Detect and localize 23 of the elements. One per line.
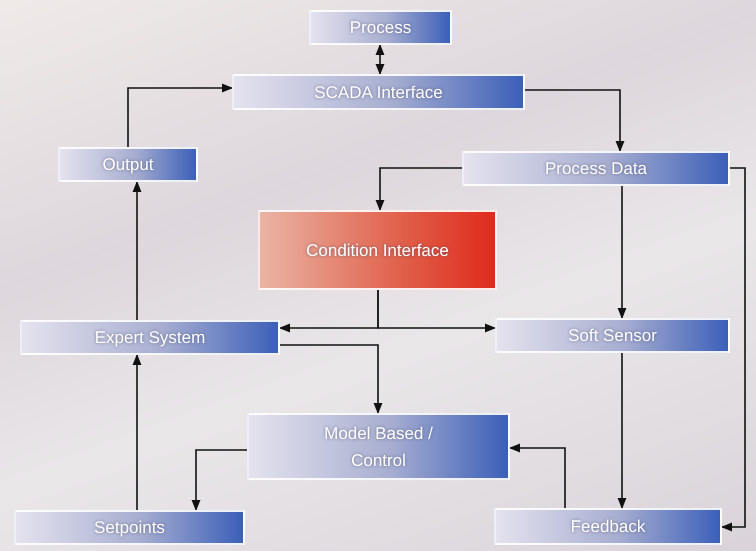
arrow bbox=[376, 44, 384, 76]
arrow bbox=[377, 290, 496, 332]
process-box: Soft Sensor bbox=[495, 318, 730, 353]
process-box: Process Data bbox=[462, 151, 730, 186]
arrow bbox=[127, 84, 234, 147]
arrow bbox=[618, 186, 626, 320]
arrow bbox=[376, 167, 462, 212]
process-box: Feedback bbox=[494, 508, 722, 545]
arrow bbox=[280, 344, 382, 414]
arrow bbox=[132, 354, 142, 510]
arrow bbox=[618, 353, 626, 510]
arrow bbox=[132, 180, 142, 320]
highlighted-box: Condition Interface bbox=[258, 210, 497, 290]
arrow bbox=[192, 449, 247, 512]
arrow bbox=[525, 89, 624, 152]
process-box: Output bbox=[58, 147, 198, 182]
process-box: Process bbox=[309, 10, 452, 45]
process-box: Expert System bbox=[20, 320, 280, 355]
arrow bbox=[720, 167, 746, 532]
process-box: Model Based / Control bbox=[247, 413, 510, 480]
arrow bbox=[508, 444, 566, 508]
process-box: SCADA Interface bbox=[232, 74, 525, 110]
process-box: Setpoints bbox=[14, 510, 245, 545]
